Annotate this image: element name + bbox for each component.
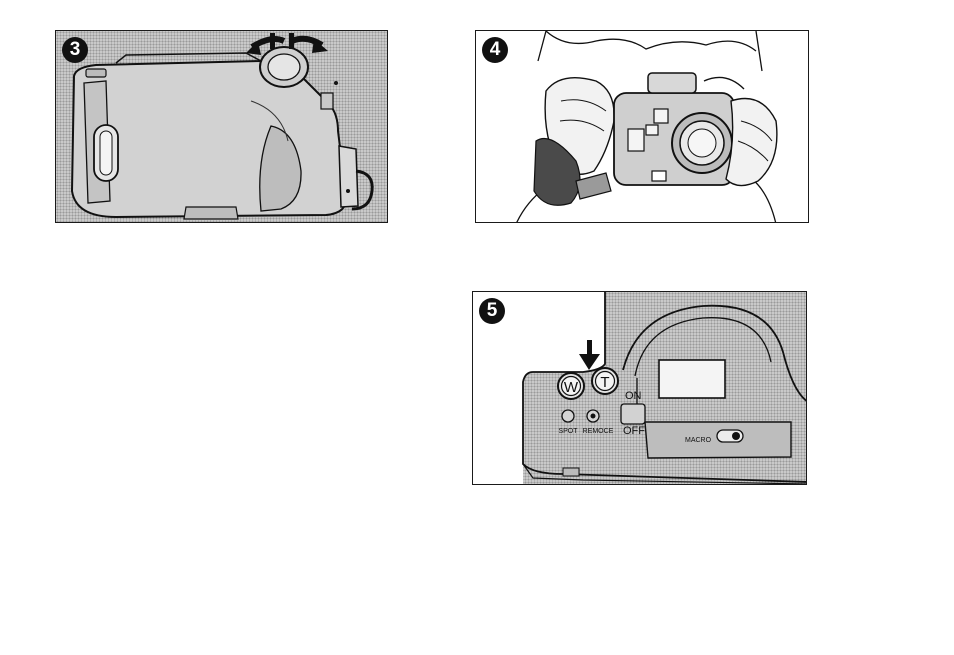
macro-label: MACRO (685, 437, 712, 444)
remote-label: REMOCE (583, 428, 614, 435)
camera-rear-illustration (56, 31, 388, 223)
holding-camera-illustration (476, 31, 809, 223)
zoom-wide-label: W (564, 379, 579, 396)
figure-3-panel: 3 (55, 30, 388, 223)
power-on-label: ON (625, 390, 642, 402)
figure-4-number-badge: 4 (482, 37, 508, 63)
figure-4-panel: 4 (475, 30, 809, 223)
figure-5-number-badge: 5 (479, 298, 505, 324)
figure-5-panel: 5 W T SPOT REMOCE ON OFF (472, 291, 807, 485)
power-off-label: OFF (623, 425, 645, 437)
spot-label: SPOT (558, 428, 578, 435)
camera-top-controls-illustration: W T SPOT REMOCE ON OFF MACRO (473, 292, 807, 485)
zoom-tele-label: T (600, 374, 609, 391)
figure-3-number-badge: 3 (62, 37, 88, 63)
